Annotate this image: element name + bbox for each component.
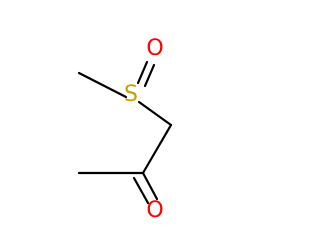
structure-canvas: S O O	[77, 36, 173, 223]
atom-oxygen-carbonyl-label: O	[146, 198, 163, 223]
bond-sulfur-methylene	[137, 100, 173, 127]
bond-sulfur-oxygen-b	[143, 63, 156, 88]
molecule-drawing: S O O	[77, 36, 173, 223]
bond-carbonyl-oxygen-a	[141, 171, 159, 201]
bond-methylene-carbonyl	[141, 123, 173, 175]
bond-carbonyl-oxygen-b	[132, 176, 150, 205]
bond-methyl-sulfur	[77, 71, 128, 99]
atom-oxygen-sulfoxide-label: O	[146, 36, 163, 61]
bond-sulfur-oxygen-a	[136, 60, 149, 85]
atom-sulfur-label: S	[124, 82, 138, 107]
